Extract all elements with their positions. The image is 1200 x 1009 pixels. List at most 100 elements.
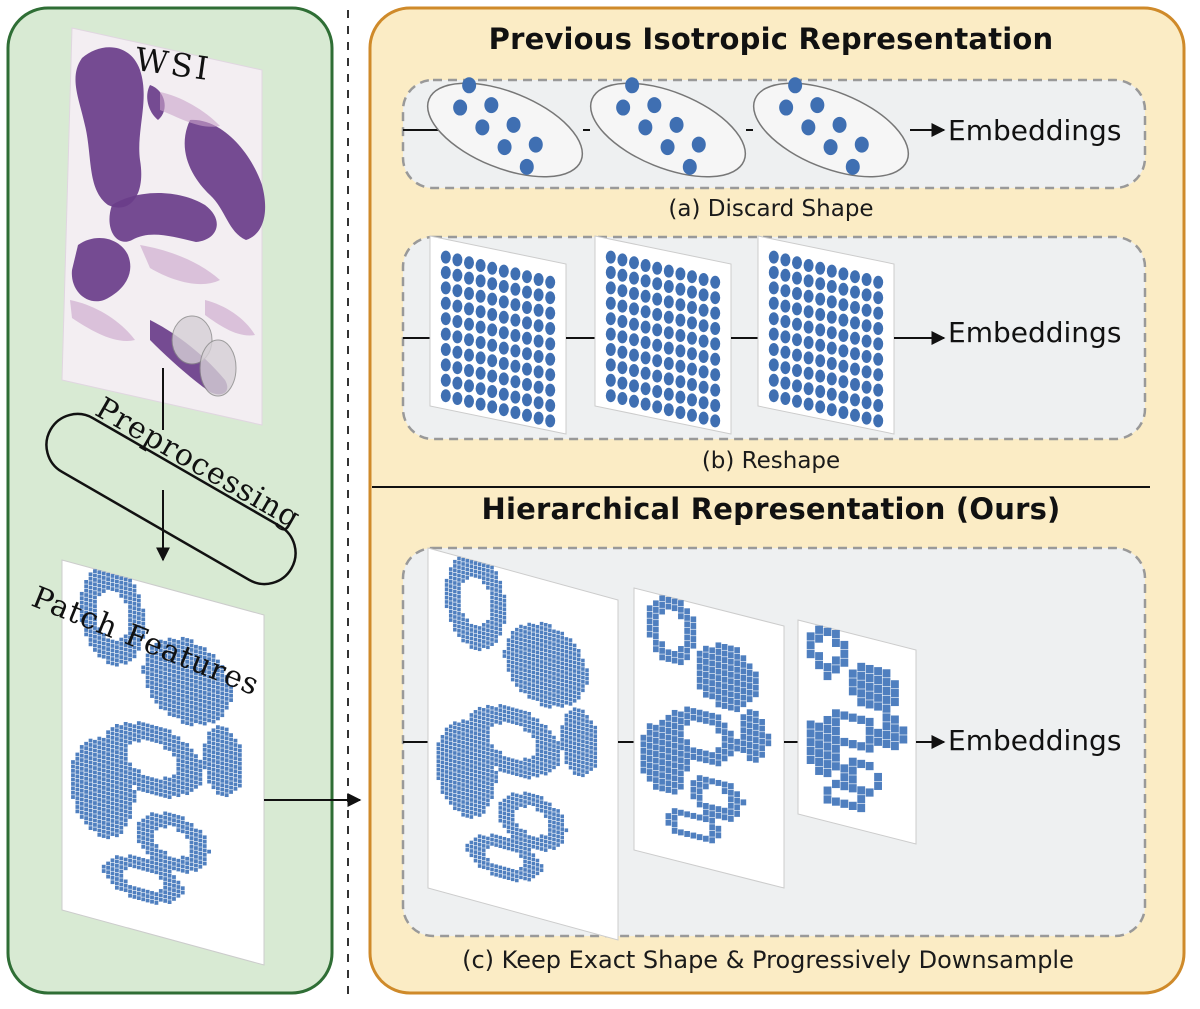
patch-features-patch	[163, 868, 168, 873]
hierarchy-level-1-patch	[556, 745, 560, 750]
patch-features-patch	[172, 704, 176, 709]
patch-features-patch	[198, 777, 203, 782]
patch-token-dot	[854, 136, 869, 153]
hierarchy-level-1-patch	[453, 623, 457, 628]
hierarchy-level-1-patch	[461, 749, 465, 753]
hierarchy-level-1-patch	[510, 826, 515, 831]
hierarchy-level-1-patch	[560, 665, 565, 670]
patch-features-patch	[198, 659, 203, 663]
hierarchy-level-1-patch	[576, 670, 581, 674]
hierarchy-level-1-patch	[527, 877, 531, 882]
patch-features-patch	[163, 780, 168, 785]
grid-token-dot	[861, 288, 872, 302]
hierarchy-level-2-patch	[740, 688, 747, 695]
patch-features-patch	[79, 600, 84, 605]
patch-features-patch	[172, 743, 176, 748]
patch-features-patch	[123, 770, 128, 774]
hierarchy-level-1-patch	[560, 682, 565, 687]
hierarchy-level-1-patch	[552, 816, 556, 821]
patch-features-patch	[198, 838, 203, 843]
hierarchy-level-1-patch	[568, 659, 573, 664]
patch-features-patch	[88, 607, 93, 612]
hierarchy-level-3-patch	[823, 724, 832, 734]
patch-features-patch	[180, 680, 185, 685]
patch-features-patch	[128, 727, 132, 732]
hierarchy-level-1-patch	[469, 781, 474, 785]
hierarchy-level-1-patch	[552, 659, 556, 663]
hierarchy-level-1-patch	[515, 836, 519, 840]
hierarchy-level-3-patch	[823, 627, 832, 637]
grid-token-dot	[815, 292, 826, 306]
hierarchy-level-1-patch	[481, 835, 486, 840]
hierarchy-level-2-patch	[721, 807, 728, 814]
hierarchy-level-1-patch	[510, 669, 515, 673]
patch-features-patch	[207, 740, 212, 745]
hierarchy-level-2-patch	[640, 767, 647, 774]
grid-token-dot	[464, 256, 474, 270]
patch-features-patch	[176, 740, 181, 745]
hierarchy-level-1-patch	[572, 737, 577, 741]
patch-features-patch	[132, 728, 137, 733]
hierarchy-level-1-patch	[490, 638, 494, 642]
patch-features-patch	[189, 788, 194, 792]
row-b-embeddings-label: Embeddings	[948, 316, 1122, 349]
hierarchy-level-1-patch	[535, 718, 540, 723]
hierarchy-level-1-patch	[589, 741, 593, 746]
patch-features-patch	[132, 628, 137, 632]
patch-features-patch	[97, 640, 102, 645]
hierarchy-level-3-patch	[848, 687, 857, 696]
patch-features-patch	[97, 583, 102, 588]
hierarchy-level-2-patch	[721, 788, 728, 795]
hierarchy-level-1-patch	[568, 736, 573, 740]
hierarchy-level-1-patch	[506, 838, 511, 842]
patch-features-patch	[154, 822, 159, 827]
hierarchy-level-2-patch	[721, 781, 728, 788]
patch-features-patch	[154, 730, 159, 735]
patch-features-patch	[93, 591, 97, 595]
hierarchy-level-1-patch	[486, 836, 490, 841]
patch-features-patch	[132, 610, 137, 615]
patch-features-patch	[158, 670, 163, 675]
hierarchy-level-2-patch	[734, 699, 740, 706]
grid-token-dot	[605, 358, 616, 372]
hierarchy-level-3-patch	[840, 737, 849, 747]
hierarchy-level-1-patch	[531, 657, 536, 662]
patch-features-patch	[202, 752, 207, 757]
patch-features-patch	[198, 781, 203, 786]
patch-features-patch	[110, 875, 115, 880]
hierarchy-level-1-patch	[535, 625, 540, 629]
hierarchy-level-1-patch	[477, 715, 482, 720]
grid-token-dot	[826, 387, 837, 401]
grid-token-dot	[873, 275, 884, 289]
hierarchy-level-1-patch	[560, 695, 565, 700]
hierarchy-level-1-patch	[477, 779, 482, 783]
patch-features-patch	[154, 664, 159, 669]
patch-features-patch	[158, 735, 163, 740]
patch-features-patch	[167, 672, 172, 677]
hierarchy-level-1-patch	[568, 731, 573, 736]
hierarchy-level-1-patch	[461, 617, 465, 622]
hierarchy-level-1-patch	[477, 626, 482, 630]
hierarchy-level-2-patch	[746, 728, 753, 735]
hierarchy-level-1-patch	[510, 809, 515, 814]
patch-features-patch	[97, 789, 102, 793]
hierarchy-level-1-patch	[502, 845, 507, 850]
hierarchy-level-1-patch	[490, 863, 494, 867]
grid-token-dot	[826, 310, 837, 324]
hierarchy-level-1-patch	[523, 829, 527, 834]
patch-features-patch	[119, 576, 124, 581]
hierarchy-level-1-patch	[481, 810, 486, 814]
patch-features-patch	[79, 784, 84, 789]
patch-features-patch	[176, 666, 181, 671]
hierarchy-level-1-patch	[531, 717, 536, 722]
hierarchy-level-1-patch	[506, 710, 511, 715]
patch-features-patch	[93, 770, 97, 775]
grid-token-dot	[605, 343, 616, 356]
hierarchy-level-1-patch	[523, 676, 527, 681]
hierarchy-level-3-patch	[823, 742, 832, 751]
hierarchy-level-1-patch	[572, 732, 577, 737]
hierarchy-level-1-patch	[548, 700, 552, 705]
patch-features-patch	[93, 774, 97, 779]
grid-token-dot	[698, 334, 709, 348]
patch-features-patch	[93, 630, 97, 635]
